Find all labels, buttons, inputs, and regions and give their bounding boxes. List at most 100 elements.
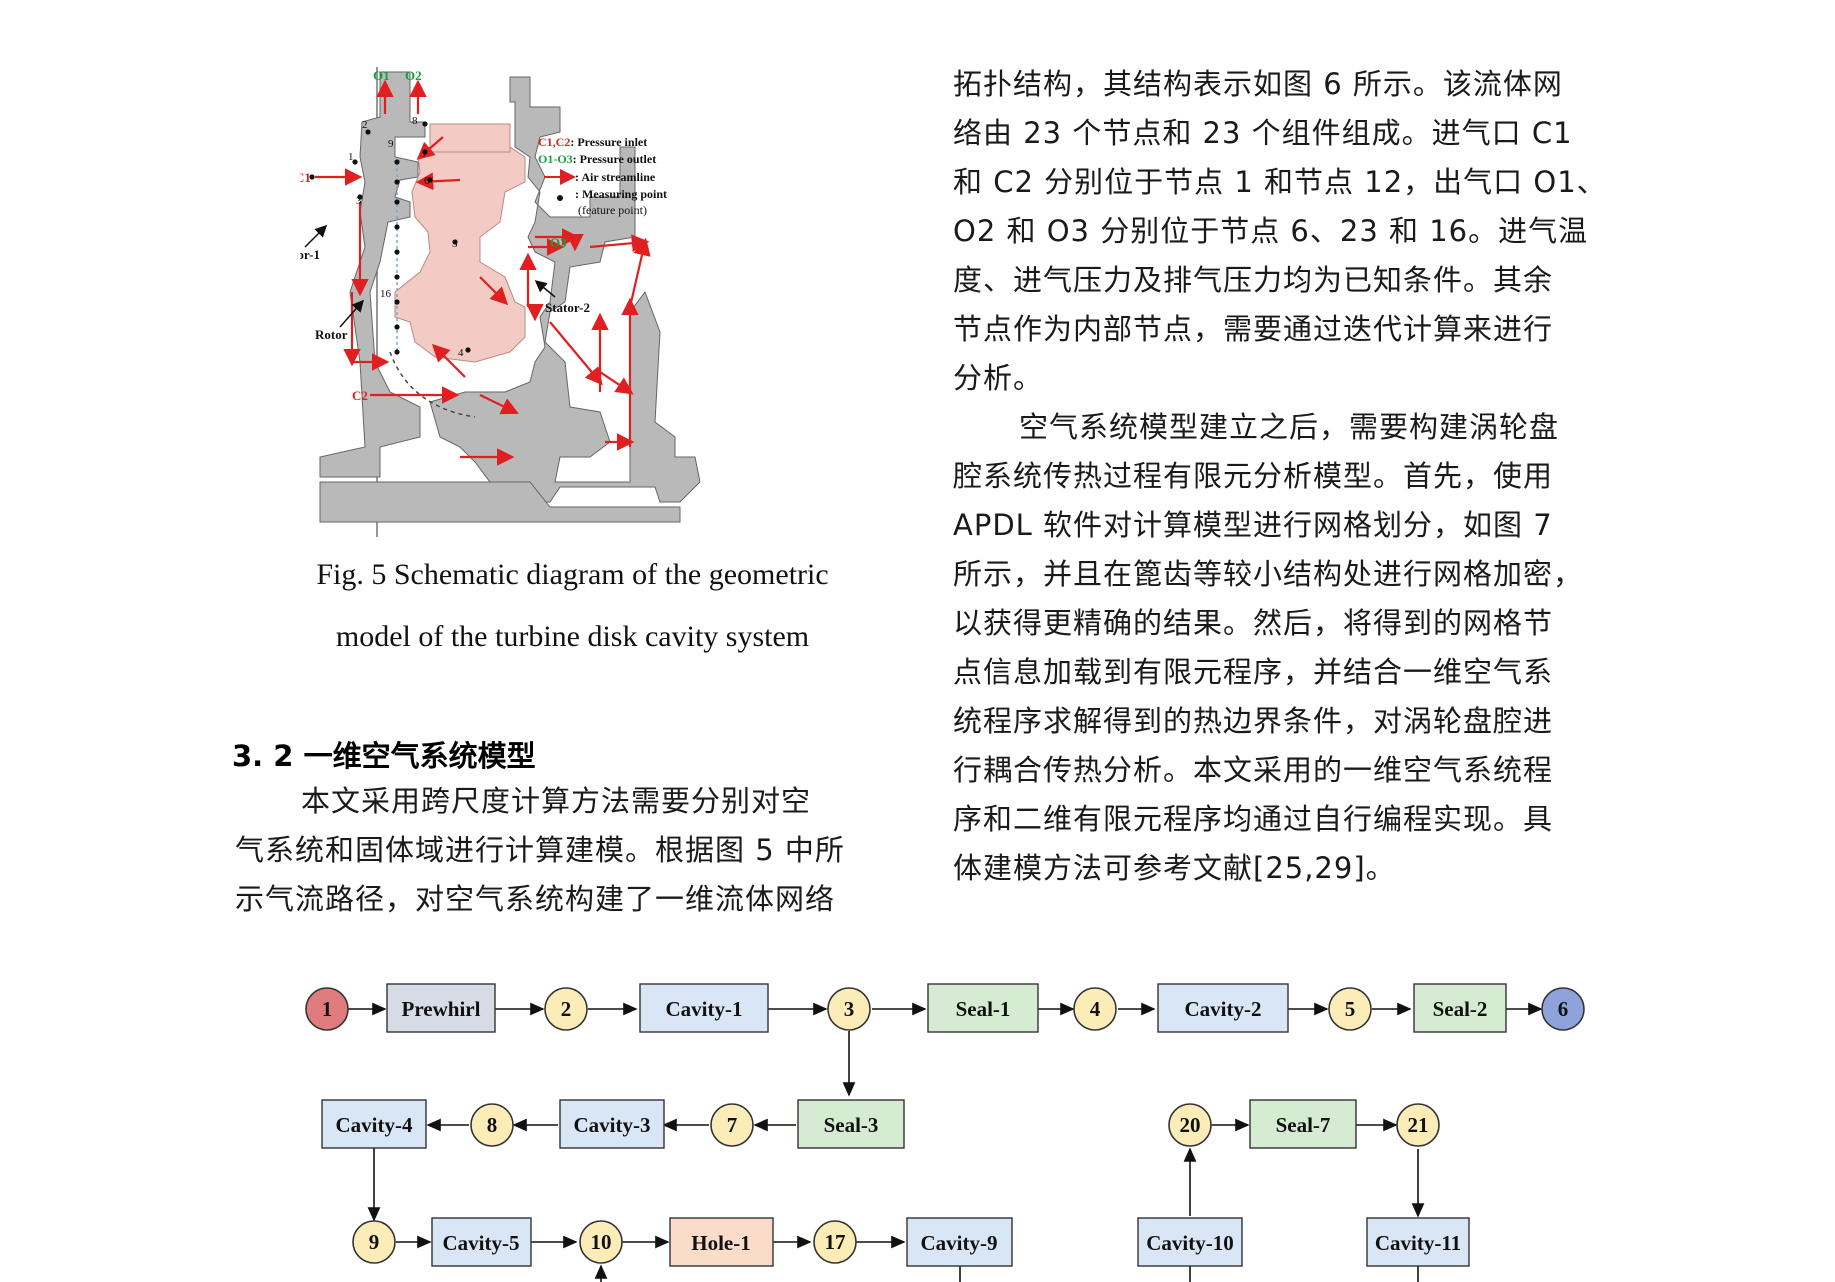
dashed-curve (389, 351, 476, 418)
point-label-8: 8 (412, 115, 418, 127)
text-line: 本文采用跨尺度计算方法需要分别对空 (301, 784, 812, 818)
node-3: 3 (844, 997, 855, 1021)
label-o1: O1 (373, 68, 390, 83)
node-20: 20 (1180, 1113, 1201, 1137)
node-5: 5 (1345, 997, 1356, 1021)
component-cavity-2: Cavity-2 (1185, 997, 1262, 1021)
point-label-16: 16 (380, 288, 392, 300)
svg-text:(feature point): (feature point) (578, 203, 647, 217)
component-seal-1: Seal-1 (956, 997, 1011, 1021)
text-line: 气系统和固体域进行计算建模。根据图 5 中所 (235, 833, 845, 867)
node-circle-21 (1396, 1103, 1440, 1147)
node-circle-7 (710, 1103, 754, 1147)
component-box-prewhirl (386, 983, 496, 1033)
measuring-points (309, 121, 471, 355)
base-shape (319, 481, 681, 523)
component-seal-7: Seal-7 (1276, 1113, 1331, 1137)
component-box-seal-2 (1413, 983, 1507, 1033)
figure-5-diagram: 2 8 9 7 1 6 3 5 16 4 O1 O2 C1 O3 C2 Stat… (300, 67, 701, 537)
label-stator-2: Stator-2 (545, 300, 590, 315)
text-line: 腔系统传热过程有限元分析模型。首先，使用 (953, 459, 1554, 493)
text-line: 体建模方法可参考文献[25,29]。 (953, 851, 1396, 885)
text-line: 行耦合传热分析。本文采用的一维空气系统程 (953, 753, 1554, 787)
component-cavity-10: Cavity-10 (1146, 1231, 1234, 1255)
label-c2: C2 (352, 388, 368, 403)
node-circle-6 (1541, 987, 1585, 1031)
component-cavity-5: Cavity-5 (443, 1231, 520, 1255)
node-circle-8 (470, 1103, 514, 1147)
node-17: 17 (825, 1230, 846, 1254)
label-rotor: Rotor (315, 327, 348, 342)
node-7: 7 (727, 1113, 738, 1137)
text-line: 示气流路径，对空气系统构建了一维流体网络 (235, 882, 836, 916)
svg-text:O1-O3: Pressure outlet: O1-O3: Pressure outlet (538, 152, 656, 166)
node-circle-4 (1073, 987, 1117, 1031)
right-column-text: 拓扑结构，其结构表示如图 6 所示。该流体网 络由 23 个节点和 23 个组件… (953, 60, 1633, 893)
figure-5-legend: C1,C2: Pressure inlet O1-O3: Pressure ou… (538, 135, 667, 217)
node-2: 2 (561, 997, 572, 1021)
network-connectors (348, 1002, 1543, 1249)
component-box-cavity-11 (1366, 1217, 1470, 1267)
left-column-text: 本文采用跨尺度计算方法需要分别对空 气系统和固体域进行计算建模。根据图 5 中所… (235, 777, 885, 924)
text-line: 分析。 (953, 361, 1044, 395)
point-label-3: 3 (356, 195, 362, 207)
figure-5-caption-line-1: Fig. 5 Schematic diagram of the geometri… (316, 558, 829, 591)
component-cavity-11: Cavity-11 (1375, 1231, 1461, 1255)
text-line: APDL 软件对计算模型进行网格划分，如图 7 (953, 508, 1553, 542)
label-leader-arrows (304, 224, 556, 328)
point-label-4: 4 (458, 347, 464, 359)
point-label-1: 1 (348, 151, 354, 163)
component-seal-2: Seal-2 (1433, 997, 1488, 1021)
text-line: 空气系统模型建立之后，需要构建涡轮盘 (1019, 410, 1560, 444)
component-box-hole-1 (669, 1217, 774, 1267)
label-stator-1: Stator-1 (300, 247, 320, 262)
point-label-2: 2 (362, 119, 368, 131)
component-box-cavity-10 (1137, 1217, 1243, 1267)
text-line: 以获得更精确的结果。然后，将得到的网格节 (953, 606, 1554, 640)
component-box-cavity-1 (639, 983, 769, 1033)
node-6: 6 (1558, 997, 1569, 1021)
component-hole-1: Hole-1 (691, 1231, 750, 1255)
component-cavity-4: Cavity-4 (336, 1113, 413, 1137)
text-line: 度、进气压力及排气压力均为已知条件。其余 (953, 263, 1554, 297)
node-21: 21 (1408, 1113, 1429, 1137)
svg-text:: Measuring point: : Measuring point (575, 187, 667, 201)
node-8: 8 (487, 1113, 498, 1137)
node-circle-3 (827, 987, 871, 1031)
svg-text:: Air streamline: : Air streamline (575, 170, 656, 184)
node-circle-20 (1168, 1103, 1212, 1147)
node-1: 1 (322, 997, 333, 1021)
text-line: 所示，并且在篦齿等较小结构处进行网格加密， (953, 557, 1584, 591)
node-10: 10 (591, 1230, 612, 1254)
node-circle-17 (813, 1220, 857, 1264)
component-cavity-9: Cavity-9 (921, 1231, 998, 1255)
node-circle-10 (579, 1220, 623, 1264)
node-4: 4 (1090, 997, 1101, 1021)
component-prewhirl: Prewhirl (402, 997, 481, 1021)
text-line: 拓扑结构，其结构表示如图 6 所示。该流体网 (953, 67, 1563, 101)
node-9: 9 (369, 1230, 380, 1254)
svg-text:C1,C2: Pressure inlet: C1,C2: Pressure inlet (538, 135, 647, 149)
component-cavity-1: Cavity-1 (666, 997, 743, 1021)
component-cavity-3: Cavity-3 (574, 1113, 651, 1137)
point-label-5: 5 (452, 238, 458, 250)
component-seal-3: Seal-3 (824, 1113, 879, 1137)
air-streamlines (315, 79, 651, 466)
component-box-seal-1 (927, 983, 1039, 1033)
text-line: 统程序求解得到的热边界条件，对涡轮盘腔进 (953, 704, 1554, 738)
component-box-cavity-5 (431, 1217, 532, 1267)
point-label-9: 9 (388, 138, 394, 150)
text-line: 序和二维有限元程序均通过自行编程实现。具 (953, 802, 1554, 836)
section-heading: 3. 2 一维空气系统模型 (232, 739, 536, 773)
figure-5-caption-line-2: model of the turbine disk cavity system (335, 620, 810, 653)
label-c1: C1 (300, 170, 311, 185)
component-box-cavity-4 (321, 1099, 427, 1149)
component-box-cavity-3 (559, 1099, 665, 1149)
stator-2-shape (429, 76, 701, 503)
node-circle-9 (352, 1220, 396, 1264)
component-box-seal-7 (1249, 1099, 1357, 1149)
component-box-cavity-9 (906, 1217, 1013, 1267)
text-line: 和 C2 分别位于节点 1 和节点 12，出气口 O1、 (953, 165, 1607, 199)
component-box-cavity-2 (1157, 983, 1289, 1033)
